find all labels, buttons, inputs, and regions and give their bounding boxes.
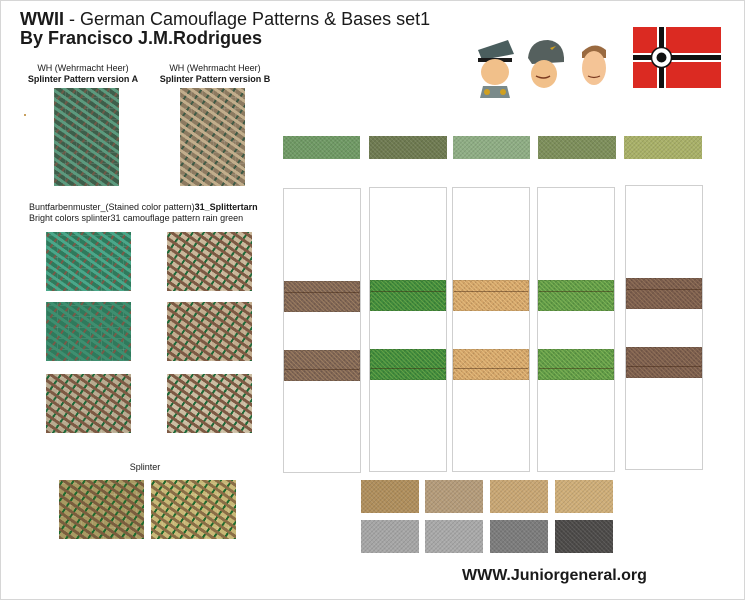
stray-dot <box>24 114 26 116</box>
sand-tile <box>425 480 483 513</box>
caption-bold-line: Splinter Pattern version B <box>159 74 271 84</box>
splittertarn-swatch <box>46 374 131 433</box>
base-column <box>283 188 361 473</box>
sand-tile <box>361 480 419 513</box>
desc-line2: Bright colors splinter31 camouflage patt… <box>29 213 244 223</box>
base-column <box>625 185 703 470</box>
top-color-strip <box>283 136 360 159</box>
splittertarn-swatch <box>167 232 252 291</box>
base-band-top <box>284 281 360 312</box>
top-color-strip <box>538 136 616 159</box>
caption-version-b: WH (Wehrmacht Heer) Splinter Pattern ver… <box>150 63 280 85</box>
base-band-top <box>626 278 702 309</box>
splinter-swatch <box>59 480 144 539</box>
helmet-soldier-head-icon <box>528 40 565 88</box>
grey-tile <box>361 520 419 553</box>
splinter-pattern-version-b <box>180 88 245 186</box>
splittertarn-description: Buntfarbenmuster_(Stained color pattern)… <box>29 202 258 224</box>
base-band-top <box>370 280 446 311</box>
sand-tile <box>490 480 548 513</box>
splittertarn-swatch <box>167 302 252 361</box>
top-color-strip <box>453 136 530 159</box>
officer-head-icon <box>478 40 514 98</box>
splittertarn-swatch <box>167 374 252 433</box>
base-band-top <box>453 280 529 311</box>
splinter-swatch <box>151 480 236 539</box>
sand-tile <box>555 480 613 513</box>
war-ensign-flag-icon <box>633 27 721 88</box>
base-band-bottom <box>538 349 614 380</box>
caption-bold-line: Splinter Pattern version A <box>27 74 139 84</box>
top-color-strip <box>624 136 702 159</box>
desc-line1-bold: 31_Splittertarn <box>194 202 258 212</box>
grey-tile <box>490 520 548 553</box>
grey-tile <box>555 520 613 553</box>
splittertarn-swatch <box>46 302 131 361</box>
desc-line1: Buntfarbenmuster_(Stained color pattern) <box>29 202 195 212</box>
grey-tile <box>425 520 483 553</box>
base-band-top <box>538 280 614 311</box>
top-color-strip <box>369 136 447 159</box>
site-url[interactable]: WWW.Juniorgeneral.org <box>462 567 647 584</box>
splinter-pattern-version-a <box>54 88 119 186</box>
author-line: By Francisco J.M.Rodrigues <box>20 28 263 48</box>
figure-heads <box>478 40 606 98</box>
caption-version-a: WH (Wehrmacht Heer) Splinter Pattern ver… <box>18 63 148 85</box>
base-column <box>537 187 615 472</box>
splinter-label: Splinter <box>129 462 161 472</box>
caption-line: WH (Wehrmacht Heer) <box>37 63 129 73</box>
base-column <box>369 187 447 472</box>
base-band-bottom <box>626 347 702 378</box>
bareheaded-soldier-head-icon <box>582 45 606 85</box>
base-band-bottom <box>370 349 446 380</box>
base-band-bottom <box>284 350 360 381</box>
base-column <box>452 187 530 472</box>
page-title: WWII - German Camouflage Patterns & Base… <box>20 9 431 29</box>
caption-line: WH (Wehrmacht Heer) <box>169 63 261 73</box>
base-band-bottom <box>453 349 529 380</box>
splittertarn-swatch <box>46 232 131 291</box>
